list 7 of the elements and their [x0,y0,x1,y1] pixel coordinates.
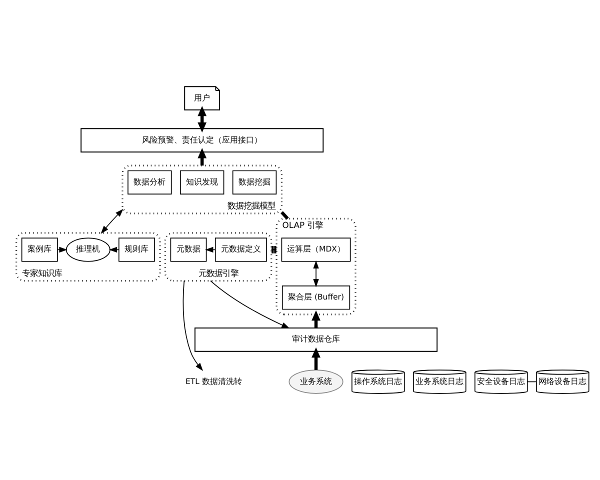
arrow [312,347,320,370]
arrow [182,280,204,372]
arrow [313,260,319,288]
arrow [210,280,290,328]
arrow [198,106,207,133]
connector [280,211,289,220]
arrow [100,208,124,234]
